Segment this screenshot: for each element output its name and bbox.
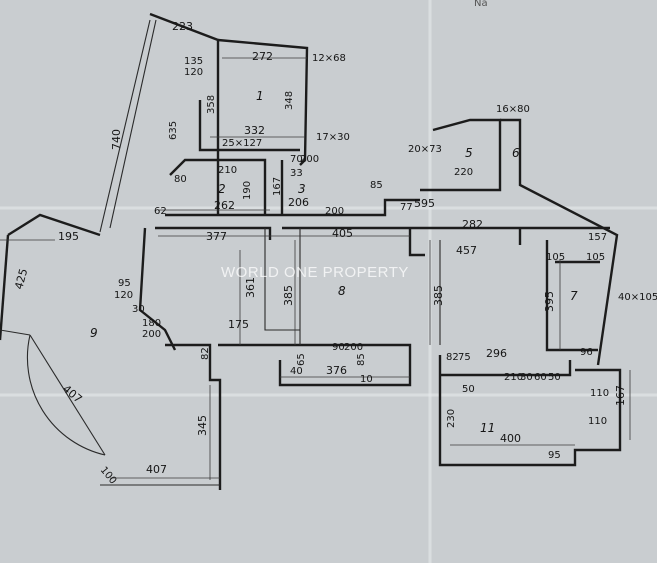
dimension-label: 95 bbox=[118, 278, 131, 289]
room-number-2: 2 bbox=[218, 182, 226, 196]
dimension-label: 407 bbox=[60, 382, 84, 405]
dimension-label: 395 bbox=[543, 291, 556, 312]
dimension-label: 377 bbox=[206, 230, 227, 243]
dimension-label: 407 bbox=[146, 463, 167, 476]
dimension-label: 405 bbox=[332, 227, 353, 240]
dimension-label: 358 bbox=[206, 95, 217, 114]
dimension-label: 457 bbox=[456, 244, 477, 257]
room-number-6: 6 bbox=[512, 146, 520, 160]
dimension-label: 105 bbox=[546, 252, 565, 263]
header-text: Na bbox=[474, 0, 488, 9]
dimension-label: 223 bbox=[172, 20, 193, 33]
dimension-label: 20×73 bbox=[408, 144, 442, 155]
dimension-label: 206 bbox=[288, 196, 309, 209]
dimension-label: 385 bbox=[282, 285, 295, 306]
dimension-label: 85 bbox=[370, 180, 383, 191]
dimension-label: 220 bbox=[454, 167, 473, 178]
dimension-label: 425 bbox=[12, 267, 30, 291]
dimension-label: 82 bbox=[200, 347, 211, 360]
room-number-3: 3 bbox=[298, 182, 306, 196]
dimension-label: 70 bbox=[290, 154, 303, 165]
room-number-8: 8 bbox=[338, 284, 346, 298]
dimension-label: 120 bbox=[184, 67, 203, 78]
dimension-label: 105 bbox=[586, 252, 605, 263]
dimension-lines bbox=[0, 57, 631, 480]
room-number-9: 9 bbox=[90, 326, 98, 340]
dimension-label: 135 bbox=[184, 56, 203, 67]
dimension-label: 361 bbox=[244, 277, 257, 298]
dimension-label: 30 bbox=[520, 372, 533, 383]
dimension-label: 75 bbox=[458, 352, 471, 363]
dimension-label: 62 bbox=[154, 206, 167, 217]
dimension-label: 120 bbox=[114, 290, 133, 301]
dimension-label: 230 bbox=[446, 409, 457, 428]
dimension-label: 272 bbox=[252, 50, 273, 63]
dimension-label: 50 bbox=[462, 384, 475, 395]
dimension-label: 345 bbox=[196, 415, 209, 436]
dimension-label: 332 bbox=[244, 124, 265, 137]
dimension-label: 50 bbox=[548, 372, 561, 383]
dimension-label: 40 bbox=[290, 366, 303, 377]
dimension-label: 96 bbox=[580, 347, 593, 358]
watermark-text: WORLD ONE PROPERTY bbox=[221, 264, 409, 281]
dimension-label: 210 bbox=[218, 165, 237, 176]
dimension-label: 80 bbox=[174, 174, 187, 185]
dimension-label: 400 bbox=[500, 432, 521, 445]
dimension-label: 17×30 bbox=[316, 132, 350, 143]
room-number-1: 1 bbox=[256, 89, 264, 103]
dimension-label: 180 bbox=[142, 318, 161, 329]
dimension-label: 167 bbox=[614, 385, 627, 406]
dimension-label: 200 bbox=[344, 342, 363, 353]
dimension-label: 595 bbox=[414, 197, 435, 210]
dimension-label: 200 bbox=[142, 329, 161, 340]
dimension-label: 210 bbox=[504, 372, 523, 383]
dimension-label: 82 bbox=[446, 352, 459, 363]
room-labels: 1 2 3 5 6 7 8 9 10 11 bbox=[90, 89, 578, 435]
dimension-label: 282 bbox=[462, 218, 483, 231]
dimension-label: 200 bbox=[325, 206, 344, 217]
dimension-label: 167 bbox=[272, 177, 283, 196]
dimension-label: 33 bbox=[290, 168, 303, 179]
dimension-label: 12×68 bbox=[312, 53, 346, 64]
room-number-5: 5 bbox=[465, 146, 473, 160]
dimension-label: 90 bbox=[332, 342, 345, 353]
dimension-labels: 223 272 12×68 135 120 358 348 740 635 33… bbox=[12, 20, 657, 487]
dimension-label: 175 bbox=[228, 318, 249, 331]
dimension-label: 200 bbox=[300, 154, 319, 165]
dimension-label: 110 bbox=[590, 388, 609, 399]
dimension-label: 348 bbox=[284, 91, 295, 110]
room-number-11: 11 bbox=[480, 421, 495, 435]
dimension-label: 376 bbox=[326, 364, 347, 377]
dimension-label: 30 bbox=[132, 304, 145, 315]
room-number-7: 7 bbox=[570, 289, 578, 303]
dimension-label: 77 bbox=[400, 202, 413, 213]
dimension-label: 95 bbox=[548, 450, 561, 461]
dimension-label: 157 bbox=[588, 232, 607, 243]
dimension-label: 195 bbox=[58, 230, 79, 243]
dimension-label: 60 bbox=[534, 372, 547, 383]
dimension-label: 10 bbox=[360, 374, 373, 385]
dimension-label: 262 bbox=[214, 199, 235, 212]
walls bbox=[0, 12, 622, 490]
dimension-label: 385 bbox=[432, 285, 445, 306]
dimension-label: 25×127 bbox=[222, 138, 262, 149]
dimension-label: 740 bbox=[110, 129, 123, 150]
dimension-label: 100 bbox=[98, 465, 119, 487]
dimension-label: 40×105 bbox=[618, 292, 657, 303]
dimension-label: 85 bbox=[356, 353, 367, 366]
dimension-label: 190 bbox=[242, 181, 253, 200]
dimension-label: 16×80 bbox=[496, 104, 530, 115]
dimension-label: 65 bbox=[296, 353, 307, 366]
dimension-label: 296 bbox=[486, 347, 507, 360]
dimension-label: 110 bbox=[588, 416, 607, 427]
dimension-label: 635 bbox=[168, 121, 179, 140]
